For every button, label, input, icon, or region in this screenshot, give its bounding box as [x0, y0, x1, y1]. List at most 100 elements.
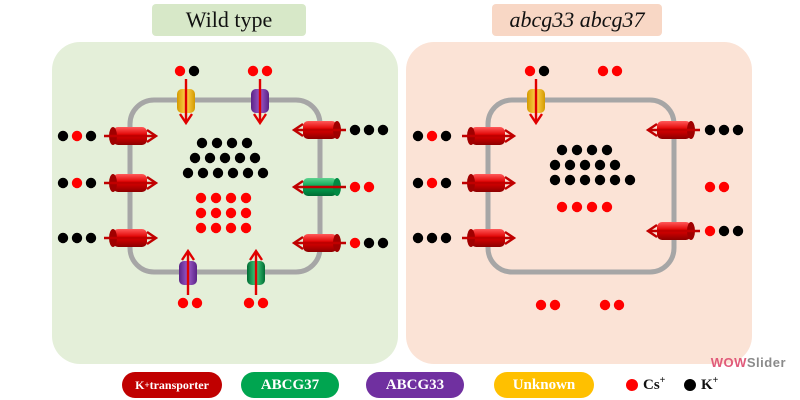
mut-ions-left-2	[426, 177, 438, 189]
mut-interior-k	[564, 159, 576, 171]
wt-cell-wall	[127, 97, 323, 275]
wt-unknown-top-arrowhead	[179, 113, 193, 126]
wt-interior-k	[212, 167, 224, 179]
wt-ions-top-2	[247, 65, 259, 77]
mut-k-transporter-right-1-arrowhead	[645, 123, 658, 137]
mut-interior-k	[549, 174, 561, 186]
wt-ions-right-3	[377, 237, 389, 249]
wt-interior-k	[204, 152, 216, 164]
mut-interior-k	[549, 159, 561, 171]
wt-ions-left-2	[85, 177, 97, 189]
legend-k-dot	[684, 379, 696, 391]
wt-k-transporter-left-1-arrowhead	[146, 129, 159, 143]
wowslider-watermark: WOWSlider	[710, 355, 786, 370]
mut-interior-k	[609, 174, 621, 186]
mut-ions-top-1	[538, 65, 550, 77]
wt-ions-top-1	[174, 65, 186, 77]
mut-ions-left-3	[412, 232, 424, 244]
mut-interior-k	[609, 159, 621, 171]
wt-interior-k	[234, 152, 246, 164]
mut-ions-bottom-2	[599, 299, 611, 311]
mut-ions-top-1	[524, 65, 536, 77]
wt-abcg33-bottom-arrowhead	[181, 248, 195, 261]
wt-interior-k	[227, 167, 239, 179]
wt-k-transporter-left-2-arrowhead	[146, 176, 159, 190]
wt-k-transporter-left-3-arrowhead	[146, 231, 159, 245]
mut-ions-left-3	[426, 232, 438, 244]
wt-interior-k	[241, 137, 253, 149]
wt-ions-right-2	[349, 181, 361, 193]
wt-ions-bottom-2	[243, 297, 255, 309]
wt-interior-k	[211, 137, 223, 149]
mut-ions-top-2	[597, 65, 609, 77]
wt-interior-cs	[195, 192, 207, 204]
mut-interior-k	[579, 174, 591, 186]
legend-k-label: K+	[701, 375, 719, 393]
wt-interior-k	[242, 167, 254, 179]
mut-interior-k	[556, 144, 568, 156]
wt-interior-k	[219, 152, 231, 164]
legend-k-transporter: K+ transporter	[122, 372, 222, 398]
mut-interior-cs	[556, 201, 568, 213]
mut-k-transporter-left-2-arrowhead	[504, 176, 517, 190]
wt-ions-left-1	[85, 130, 97, 142]
mut-interior-k	[594, 159, 606, 171]
mut-ions-left-1	[426, 130, 438, 142]
wt-ions-top-2	[261, 65, 273, 77]
mut-interior-k	[624, 174, 636, 186]
mut-ions-left-3	[440, 232, 452, 244]
mut-ions-right-3	[718, 225, 730, 237]
wt-abcg37-bottom-arrowhead	[249, 248, 263, 261]
wt-ions-left-1	[57, 130, 69, 142]
wt-ions-left-1	[71, 130, 83, 142]
wild-type-title: Wild type	[152, 4, 306, 36]
wt-interior-cs	[210, 207, 222, 219]
wt-ions-right-1	[363, 124, 375, 136]
mut-cell-wall	[485, 97, 677, 275]
mut-ions-left-2	[440, 177, 452, 189]
wt-interior-cs	[225, 207, 237, 219]
wt-ions-bottom-1	[177, 297, 189, 309]
wt-interior-k	[226, 137, 238, 149]
wt-ions-right-3	[363, 237, 375, 249]
wild-type-panel	[52, 42, 398, 364]
legend-cs-label: Cs+	[643, 375, 666, 393]
mut-ions-left-1	[412, 130, 424, 142]
wt-ions-right-1	[377, 124, 389, 136]
wt-ions-left-3	[85, 232, 97, 244]
wt-interior-cs	[210, 222, 222, 234]
mut-ions-bottom-2	[613, 299, 625, 311]
wt-interior-cs	[240, 207, 252, 219]
mut-k-transporter-right-3-arrowhead	[645, 224, 658, 238]
mut-interior-k	[586, 144, 598, 156]
mut-ions-bottom-1	[549, 299, 561, 311]
wt-abcg37-right-arrowhead	[291, 180, 304, 194]
mut-interior-cs	[586, 201, 598, 213]
mut-k-transporter-left-1-arrowhead	[504, 129, 517, 143]
mut-interior-k	[601, 144, 613, 156]
wt-interior-cs	[225, 192, 237, 204]
wt-interior-cs	[240, 192, 252, 204]
mut-ions-right-1	[718, 124, 730, 136]
wt-interior-k	[189, 152, 201, 164]
mut-interior-k	[579, 159, 591, 171]
mut-ions-right-1	[704, 124, 716, 136]
mut-ions-right-3	[732, 225, 744, 237]
mut-interior-k	[594, 174, 606, 186]
mut-ions-right-2	[718, 181, 730, 193]
legend-abcg33: ABCG33	[366, 372, 464, 398]
wt-interior-cs	[225, 222, 237, 234]
wt-ions-top-1	[188, 65, 200, 77]
wt-ions-right-1	[349, 124, 361, 136]
wt-ions-left-2	[71, 177, 83, 189]
legend-unknown: Unknown	[494, 372, 594, 398]
wt-ions-bottom-2	[257, 297, 269, 309]
wt-abcg33-top-arrowhead	[253, 113, 267, 126]
wt-interior-k	[182, 167, 194, 179]
wt-ions-left-2	[57, 177, 69, 189]
wt-k-transporter-right-1-arrowhead	[291, 123, 304, 137]
wt-interior-k	[197, 167, 209, 179]
wt-ions-bottom-1	[191, 297, 203, 309]
